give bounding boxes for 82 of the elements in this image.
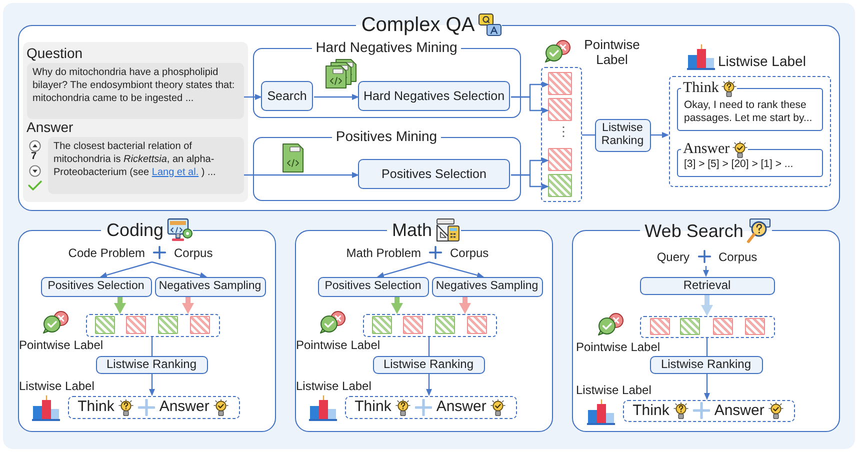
hatched-tile [713,318,733,334]
arrow [377,261,430,278]
connector-line [151,337,153,356]
process-box: Listwise Ranking [96,356,208,374]
frame-heading: Pointwise Label [583,38,641,68]
process-box: Listwise Ranking [372,356,484,374]
input-label: Corpus [450,244,489,260]
citation-link: Lang et al. [152,166,199,178]
hatched-tile [680,318,700,334]
connector-line [706,338,708,356]
side-label: Pointwise Label [296,338,380,352]
arrow [149,374,155,396]
frame-heading: Listwise Label [718,54,806,70]
qa-card [22,42,248,202]
side-label: Listwise Label [576,383,652,397]
side-label: Pointwise Label [576,340,660,354]
answer-box [48,136,244,194]
ranking-text: [3] > [5] > [20] > [1] > ... [684,158,794,171]
vote-count: 7 [31,151,37,163]
hatched-tile [158,316,178,334]
process-box: Negatives Sampling [154,276,266,296]
arrow [511,174,549,190]
hatched-tile [745,318,765,334]
arrow [459,297,471,314]
arrow [152,261,207,278]
arrow [244,172,359,178]
process-box: Listwise Ranking [650,356,762,374]
panel-heading: Question [26,44,83,62]
output-label: Answer [714,402,764,420]
ellipsis-mark: ⋮ [557,124,570,140]
arrow [114,297,126,314]
answer-text: The closest bacterial relation of mitochondria is Rickettsia, an alpha-Proteobacterium (see Lang et al. ) ... [54,140,217,178]
hatched-tile [403,316,423,334]
arrow [244,94,262,100]
panel-heading: Answer [26,118,74,136]
connector-line [428,337,430,356]
input-label: Query [656,248,690,264]
process-box: Positives Selection [40,276,152,296]
arrow [314,94,359,100]
arrow [182,297,194,314]
input-label: Math Problem [346,244,421,260]
connector-line [582,134,595,136]
arrow [426,374,432,396]
output-label: Answer [436,398,486,416]
hatched-tile [126,316,146,334]
process-box: Hard Negatives Selection [358,81,510,111]
input-label: Corpus [718,248,758,264]
output-label: Think [354,398,392,416]
side-label: Pointwise Label [19,338,104,352]
arrow [100,261,152,278]
process-box: Positives Selection [318,276,428,296]
arrow [703,266,709,277]
arrow [511,96,549,114]
hatched-tile [190,316,210,334]
hatched-tile [467,316,487,334]
arrow [704,374,710,400]
question-box: Why do mitochondria have a phospholipid bilayer? The endosymbiont theory states that: mitochondria came to be ingested ... [26,62,244,118]
hatched-tile [548,174,572,197]
output-label: Think [632,402,670,420]
process-box: Positives Selection [358,159,510,189]
hatched-tile [372,316,392,334]
hatched-tile [548,72,572,95]
reasoning-text: Okay, I need to rank these passages. Let me start by... [684,99,814,125]
hatched-tile [435,316,455,334]
process-box: Search [261,81,313,111]
arrow [428,261,484,278]
hatched-tile [650,318,670,334]
process-box: Retrieval [640,276,774,294]
hatched-tile [548,148,572,171]
input-label: Code Problem [68,244,146,260]
side-label: Listwise Label [19,379,94,393]
output-label: Answer [159,398,210,416]
arrow [701,295,713,316]
arrow [651,132,669,138]
hatched-tile [95,316,115,334]
process-box: Negatives Sampling [432,276,542,296]
output-label: Think [78,398,114,416]
hatched-tile [548,98,572,121]
input-label: Corpus [174,244,213,260]
arrow [391,297,403,314]
process-box: Listwise Ranking [594,118,650,152]
side-label: Listwise Label [296,379,372,393]
